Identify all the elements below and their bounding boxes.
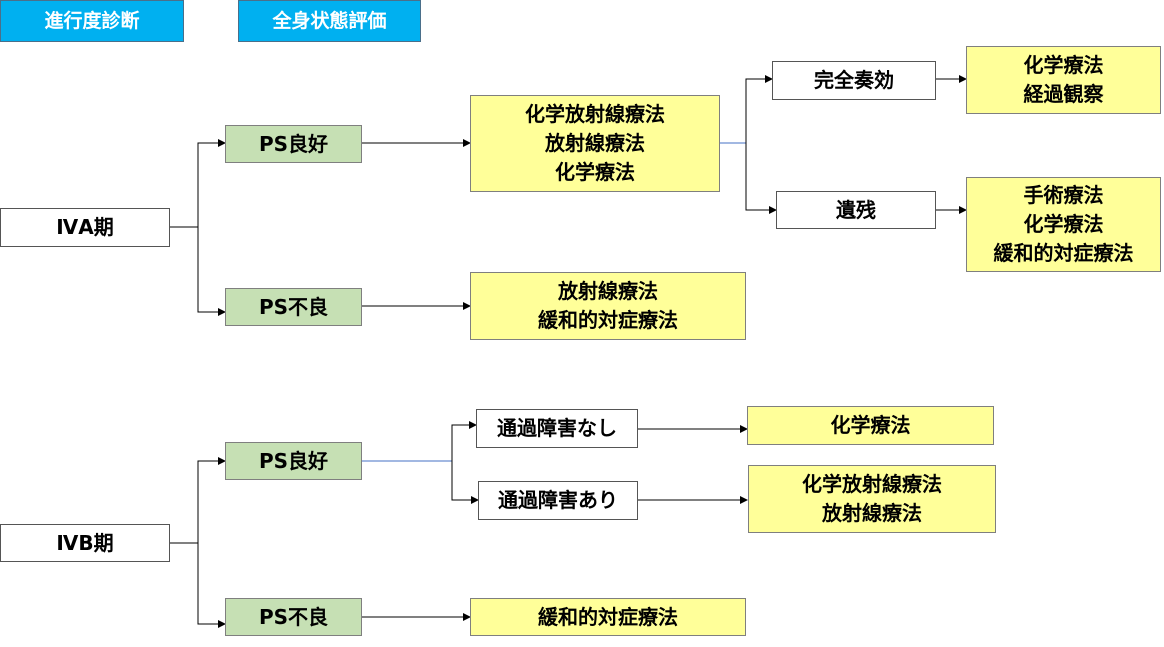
ivb-no-obstruction: 通過障害なし [476,409,638,448]
ivb-connector [170,457,226,544]
iva-cr-treatment: 化学療法 経過観察 [966,46,1161,114]
ivb-ps-poor: PS不良 [225,598,362,636]
iva-connector [745,75,773,143]
ivb-obstruction-treatment: 化学放射線療法 放射線療法 [748,465,996,533]
header-general-condition: 全身状態評価 [238,0,421,42]
ivb-obstruction: 通過障害あり [478,481,638,520]
iva-connector [197,227,226,316]
iva-complete-response: 完全奏効 [772,61,936,100]
stage-ivb: ⅣB期 [0,524,170,562]
iva-connector [745,143,777,214]
iva-ps-poor-treatment: 放射線療法 緩和的対症療法 [470,272,746,340]
iva-ps-good-treatment: 化学放射線療法 放射線療法 化学療法 [470,95,720,192]
iva-ps-poor: PS不良 [225,288,362,326]
ivb-no-obstruction-treatment: 化学療法 [747,406,994,445]
ivb-connector [197,543,226,628]
ivb-connector [451,461,479,504]
ivb-ps-good: PS良好 [225,442,362,480]
ivb-connector [451,421,477,461]
iva-residual-treatment: 手術療法 化学療法 緩和的対症療法 [966,177,1161,272]
stage-iva: ⅣA期 [0,208,170,247]
ivb-ps-poor-treatment: 緩和的対症療法 [470,598,746,636]
iva-ps-good: PS良好 [225,125,362,163]
iva-residual: 遺残 [776,191,936,229]
header-stage-diagnosis: 進行度診断 [0,0,184,42]
iva-connector [170,139,226,228]
